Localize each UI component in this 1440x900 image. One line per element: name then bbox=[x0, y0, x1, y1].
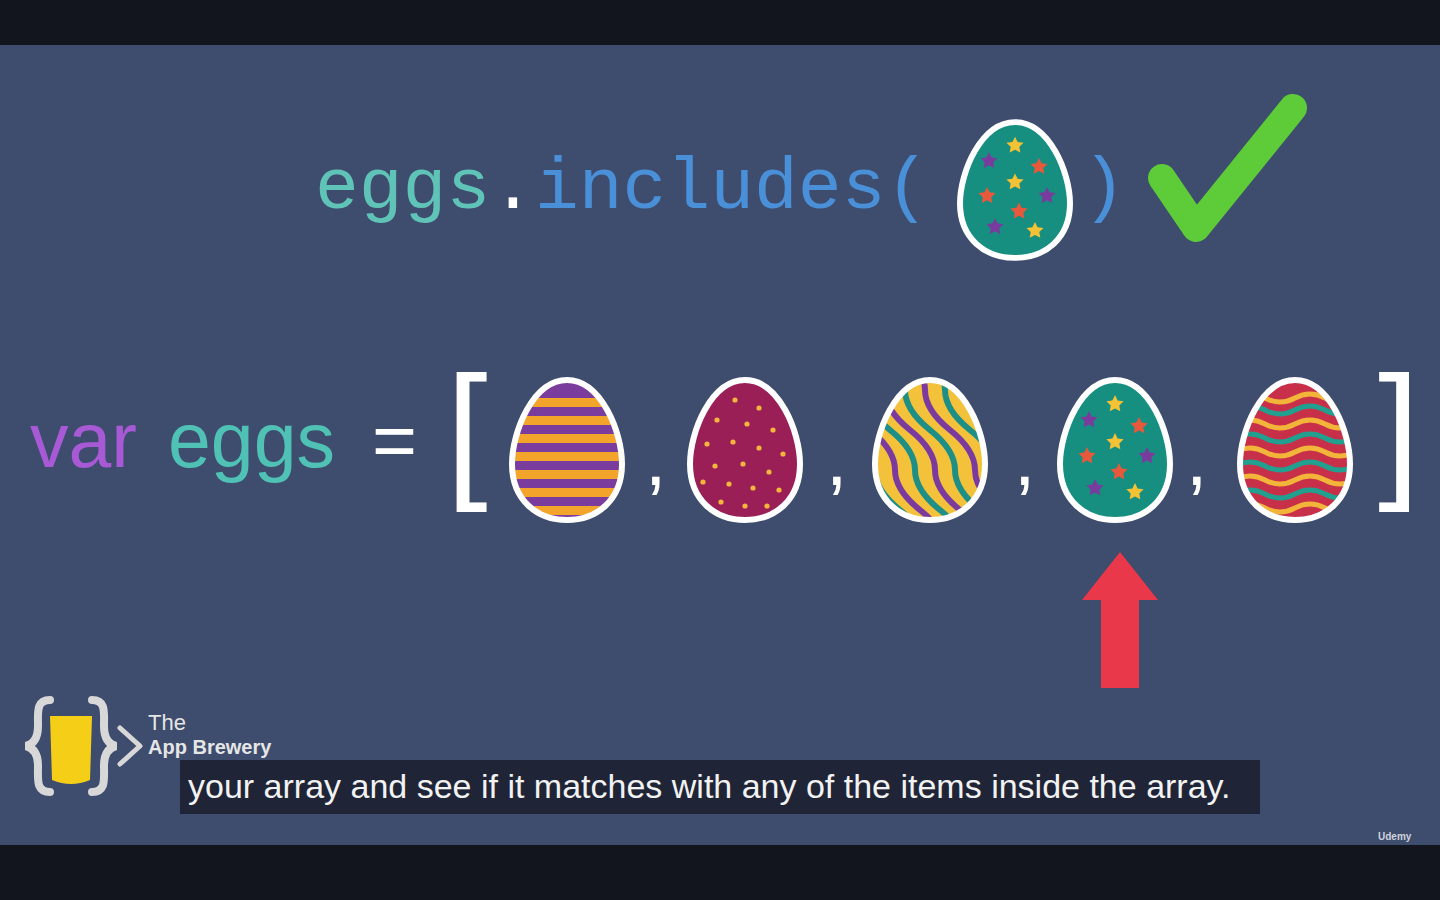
watermark: Udemy bbox=[1378, 832, 1411, 842]
array-egg bbox=[685, 375, 805, 525]
array-comma: , bbox=[645, 420, 666, 497]
code-text: eggs bbox=[315, 152, 490, 225]
check-mark bbox=[1162, 108, 1293, 228]
array-egg bbox=[780, 350, 1085, 550]
array-bracket: [ bbox=[446, 354, 488, 504]
search-egg bbox=[955, 117, 1075, 263]
code-text: eggs bbox=[168, 402, 335, 479]
logo-text: The bbox=[148, 712, 186, 734]
logo-text: App Brewery bbox=[148, 737, 271, 757]
array-comma: , bbox=[1186, 420, 1207, 497]
array-egg bbox=[1235, 375, 1355, 525]
code-text: = bbox=[372, 402, 417, 479]
array-egg bbox=[507, 375, 627, 525]
array-bracket: ] bbox=[1378, 354, 1420, 504]
logo-icon bbox=[26, 700, 140, 792]
subtitle: your array and see if it matches with an… bbox=[180, 760, 1260, 814]
code-text: . bbox=[491, 152, 535, 225]
array-comma: , bbox=[1014, 420, 1035, 497]
code-text: includes( bbox=[535, 152, 929, 225]
code-keyword: var bbox=[30, 402, 137, 479]
array-comma: , bbox=[826, 420, 847, 497]
pointer-arrow bbox=[1082, 552, 1158, 688]
code-text: ) bbox=[1082, 152, 1126, 225]
array-egg bbox=[1055, 375, 1175, 525]
